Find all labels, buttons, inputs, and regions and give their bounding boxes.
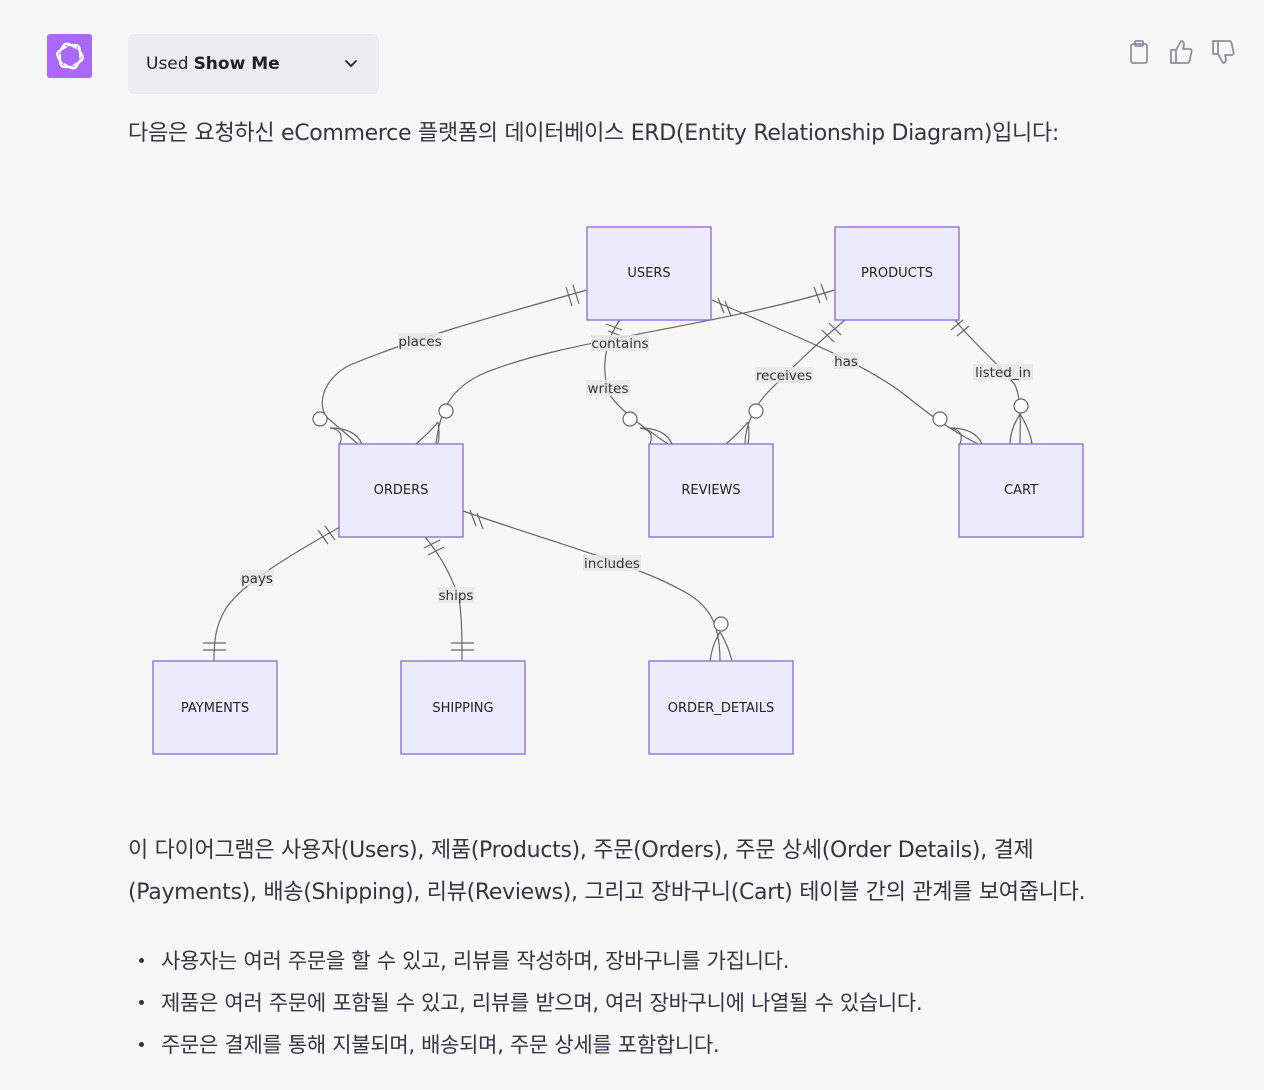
entity-payments-box [152,660,278,755]
entity-cart: CART [1004,483,1038,498]
description-line-1: 이 다이어그램은 사용자(Users), 제품(Products), 주문(Or… [128,838,1034,863]
entity-order-details-box [648,660,794,755]
edge-pays [213,526,341,662]
entity-users-box [586,226,712,321]
message-actions [1126,38,1236,66]
label-includes: includes [584,556,640,572]
entity-products-box [834,226,960,321]
list-item: 제품은 여러 주문에 포함될 수 있고, 리뷰를 받으며, 여러 장바구니에 나… [128,982,923,1024]
entity-payments: PAYMENTS [181,701,249,716]
entity-reviews-box [648,443,774,538]
plugin-prefix: Used [146,54,189,74]
edge-places [321,289,588,445]
chevron-down-icon [343,55,359,76]
entity-shipping-box [400,660,526,755]
label-contains: contains [591,336,648,352]
relationship-labels: places contains writes receives has list… [240,333,1033,604]
label-ships: ships [439,588,474,604]
description-line-2: (Payments), 배송(Shipping), 리뷰(Reviews), 그… [128,880,1086,905]
list-item: 사용자는 여러 주문을 할 수 있고, 리뷰를 작성하며, 장바구니를 가집니다… [128,940,922,982]
entity-orders-box [338,443,464,538]
label-pays: pays [241,571,273,587]
label-places: places [398,334,441,350]
entity-users: USERS [627,266,670,281]
label-receives: receives [756,368,812,384]
thumbs-up-icon[interactable] [1168,38,1194,66]
edge-listed-in [954,319,1021,445]
edge-has [711,299,979,445]
list-item: 주문은 결제를 통해 지불되며, 배송되며, 주문 상세를 포함합니다. [128,1024,922,1066]
entity-cart-box [958,443,1084,538]
thumbs-down-icon[interactable] [1210,38,1236,66]
label-writes: writes [588,381,629,397]
description: 이 다이어그램은 사용자(Users), 제품(Products), 주문(Or… [128,830,1128,914]
clipboard-icon[interactable] [1126,38,1152,66]
entity-orders: ORDERS [374,483,429,498]
plugin-used-toggle[interactable]: Used Show Me [128,34,379,94]
entity-order-details: ORDER_DETAILS [668,701,774,716]
label-has: has [834,354,858,370]
summary-list: 사용자는 여러 주문을 할 수 있고, 리뷰를 작성하며, 장바구니를 가집니다… [128,940,923,1066]
entity-reviews: REVIEWS [681,483,740,498]
entity-shipping: SHIPPING [432,701,493,716]
plugin-name: Show Me [193,54,280,74]
label-listed-in: listed_in [975,365,1031,381]
entity-products: PRODUCTS [861,266,933,281]
openai-logo-icon [47,34,92,78]
intro-text: 다음은 요청하신 eCommerce 플랫폼의 데이터베이스 ERD(Entit… [128,121,1060,146]
